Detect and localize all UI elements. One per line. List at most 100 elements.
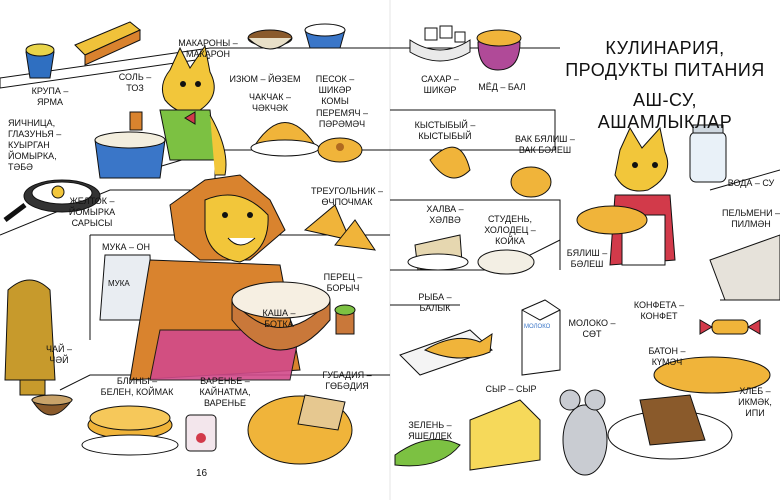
label-gubadiya: ГУБАДИЯ – ГӨБӘДИЯ	[312, 370, 382, 392]
label-kystyby: КЫСТЫБЫЙ – КЫСТЫБЫЙ	[410, 120, 480, 142]
cheese	[469, 399, 541, 471]
raisin-bowl	[247, 29, 293, 50]
label-baton-tt: КҮМӘЧ	[651, 357, 683, 367]
label-izum: ИЗЮМ – ЙӨЗЕМ	[229, 74, 301, 84]
title-line-4: АШАМЛЫКЛАР	[597, 112, 733, 132]
label-yaichnica-ru-2: ГЛАЗУНЬЯ –	[8, 129, 62, 139]
label-sahar-tt: ШИКӘР	[423, 85, 457, 95]
label-zheltok-ru: ЖЕЛТОК –	[69, 196, 115, 206]
label-belish: БЯЛИШ – БӘЛЕШ	[562, 248, 612, 270]
bliny-stack	[81, 405, 179, 456]
label-zheltok-tt-1: ЙОМЫРКА	[68, 207, 116, 217]
label-sahar: САХАР – ШИКӘР	[410, 74, 470, 96]
vak-belish	[510, 166, 552, 198]
label-bliny: БЛИНЫ – БЕЛЕН, КОЙМАК	[92, 376, 182, 398]
label-treugolnik: ТРЕУГОЛЬНИК – ӨЧПОЧМАК	[302, 186, 392, 208]
tea-cup	[31, 394, 73, 416]
label-sol-tt: ТОЗ	[126, 83, 144, 93]
bread-board	[607, 394, 733, 460]
label-hleb-tt-1: ИКМӘК,	[738, 397, 772, 407]
milk-carton	[521, 299, 561, 376]
label-zelen: ЗЕЛЕНЬ – ЯШЕЛЛЕК	[400, 420, 460, 442]
sugar-cubes	[409, 25, 471, 62]
label-pesok-tt-2: КОМЫ	[321, 96, 349, 106]
pelmeni-tray	[709, 234, 780, 301]
label-zelen-ru: ЗЕЛЕНЬ –	[408, 420, 452, 430]
label-pesok-tt-1: ШИКӘР	[318, 85, 352, 95]
label-vak-belish-tt: ВАК БӘЛЕШ	[518, 145, 572, 155]
label-sahar-ru: САХАР –	[421, 74, 459, 84]
label-zelen-tt: ЯШЕЛЛЕК	[408, 431, 452, 441]
label-halva-tt: ХӘЛВӘ	[429, 215, 461, 225]
pepper-jar	[334, 304, 356, 335]
mouse	[559, 389, 608, 476]
label-krupa: КРУПА – ЯРМА	[20, 86, 80, 108]
cat-salt	[159, 44, 227, 176]
echpochmaks	[303, 204, 377, 251]
label-peremyach-ru: ПЕРЕМЯЧ –	[316, 108, 368, 118]
label-perec-ru: ПЕРЕЦ –	[323, 272, 363, 282]
label-konfeta-ru: КОНФЕТА –	[633, 300, 685, 310]
label-varene: ВАРЕНЬЕ – КАЙНАТМА, ВАРЕНЬЕ	[190, 376, 260, 409]
label-varene-tt-2: ВАРЕНЬЕ	[203, 398, 247, 408]
label-krupa-ru: КРУПА –	[31, 86, 69, 96]
label-makarony-ru: МАКАРОНЫ –	[178, 38, 238, 48]
label-treugolnik-ru: ТРЕУГОЛЬНИК –	[310, 186, 384, 196]
label-chai-tt: ЧӘЙ	[49, 355, 69, 365]
sugar-bowl	[304, 23, 346, 49]
chakchak	[250, 122, 320, 157]
label-kasha-tt: БОТКА	[264, 319, 294, 329]
label-ryba-tt: БАЛЫК	[419, 303, 451, 313]
label-studen-tt: КОЙКА	[495, 236, 525, 246]
label-chakchak-ru: ЧАКЧАК –	[249, 92, 291, 102]
konfeta	[699, 319, 761, 335]
jam-jar	[185, 414, 217, 452]
label-yaichnica: ЯИЧНИЦА, ГЛАЗУНЬЯ – КУЫРГАН ЙОМЫРКА, ТӘБ…	[8, 118, 90, 173]
label-kystyby-tt: КЫСТЫБЫЙ	[418, 131, 472, 141]
label-ryba: РЫБА – БАЛЫК	[410, 292, 460, 314]
studen	[477, 249, 535, 275]
label-belish-tt: БӘЛЕШ	[570, 259, 604, 269]
kasha-bowl	[231, 281, 331, 351]
label-konfeta: КОНФЕТА – КОНФЕТ	[624, 300, 694, 322]
label-hleb: ХЛЕБ – ИКМӘК, ИПИ	[730, 386, 780, 419]
label-kasha: КАША – БОТКА	[254, 308, 304, 330]
frying-pan	[3, 179, 101, 222]
label-chai-ru: ЧАЙ –	[46, 344, 72, 354]
flour-bag-text: МУКА	[108, 279, 130, 288]
label-halva: ХАЛВА – ХӘЛВӘ	[420, 204, 470, 226]
samovar	[4, 279, 56, 396]
label-sol: СОЛЬ – ТОЗ	[110, 72, 160, 94]
title-line-3: АШ-СУ,	[633, 90, 697, 110]
label-pelmeni: ПЕЛЬМЕНИ – ПИЛМӘН	[722, 208, 780, 230]
label-gubadiya-ru: ГУБАДИЯ –	[322, 370, 372, 380]
label-peremyach: ПЕРЕМЯЧ – ПӘРӘМӘЧ	[312, 108, 372, 130]
label-pelmeni-tt: ПИЛМӘН	[731, 219, 771, 229]
halva	[407, 234, 469, 271]
label-belish-ru: БЯЛИШ –	[566, 248, 608, 258]
label-vak-belish: ВАК БЯЛИШ – ВАК БӘЛЕШ	[510, 134, 580, 156]
label-ryba-ru: РЫБА –	[418, 292, 452, 302]
label-studen-ru-1: СТУДЕНЬ,	[487, 214, 532, 224]
label-hleb-ru: ХЛЕБ –	[739, 386, 771, 396]
honey-pot	[476, 29, 522, 71]
label-yaichnica-tt-1: КУЫРГАН	[8, 140, 50, 150]
label-studen: СТУДЕНЬ, ХОЛОДЕЦ – КОЙКА	[476, 214, 544, 247]
label-bliny-tt: БЕЛЕН, КОЙМАК	[100, 387, 174, 397]
label-treugolnik-tt: ӨЧПОЧМАК	[321, 197, 373, 207]
label-pelmeni-ru: ПЕЛЬМЕНИ –	[722, 208, 780, 218]
label-voda: ВОДА – СУ	[727, 178, 775, 188]
label-med: МЁД – БАЛ	[478, 82, 526, 92]
label-yaichnica-ru-1: ЯИЧНИЦА,	[8, 118, 56, 128]
label-bliny-ru: БЛИНЫ –	[116, 376, 158, 386]
greens	[394, 438, 461, 467]
label-sol-ru: СОЛЬ –	[118, 72, 152, 82]
label-baton: БАТОН – КҮМӘЧ	[642, 346, 692, 368]
label-varene-ru: ВАРЕНЬЕ –	[200, 376, 250, 386]
label-perec: ПЕРЕЦ – БОРЫЧ	[318, 272, 368, 294]
baton	[653, 356, 771, 394]
label-yaichnica-tt-3: ТӘБӘ	[8, 162, 33, 172]
peremyach	[317, 137, 363, 163]
